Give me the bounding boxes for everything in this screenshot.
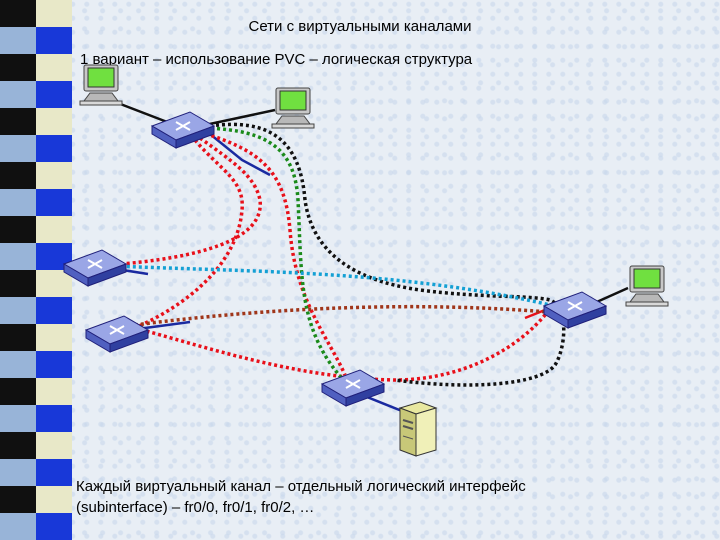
decorative-square bbox=[36, 54, 72, 81]
decorative-square bbox=[36, 378, 72, 405]
decorative-square bbox=[0, 351, 36, 378]
decorative-square bbox=[36, 27, 72, 54]
router-icon bbox=[63, 249, 127, 287]
decorative-square bbox=[0, 486, 36, 513]
decorative-square bbox=[36, 189, 72, 216]
computer-icon bbox=[79, 64, 123, 106]
computer-icon bbox=[625, 265, 669, 307]
server-icon bbox=[399, 401, 437, 457]
decorative-square bbox=[36, 81, 72, 108]
decorative-square bbox=[0, 270, 36, 297]
pvc-brown-r3-r5 bbox=[134, 304, 549, 327]
decorative-square bbox=[0, 405, 36, 432]
decorative-square bbox=[0, 216, 36, 243]
link-r1-blue bbox=[204, 129, 271, 177]
decorative-square bbox=[0, 243, 36, 270]
decorative-square bbox=[0, 81, 36, 108]
decorative-square bbox=[36, 135, 72, 162]
decorative-square bbox=[36, 162, 72, 189]
link-r1-pc2 bbox=[204, 108, 276, 127]
decorative-square bbox=[0, 297, 36, 324]
router-icon bbox=[543, 291, 607, 329]
decorative-square bbox=[0, 324, 36, 351]
decorative-square bbox=[36, 351, 72, 378]
pvc-red-r3-r5 bbox=[134, 313, 547, 382]
pvc-cyan-r2-r5 bbox=[114, 264, 551, 307]
decorative-square bbox=[0, 54, 36, 81]
decorative-square bbox=[0, 459, 36, 486]
slide-title: Сети с виртуальными каналами bbox=[248, 18, 472, 35]
decorative-square bbox=[0, 513, 36, 540]
decorative-square bbox=[36, 459, 72, 486]
decorative-squares-column bbox=[0, 0, 72, 540]
decorative-square bbox=[0, 27, 36, 54]
link-r5-red bbox=[524, 308, 546, 320]
decorative-square bbox=[0, 432, 36, 459]
decorative-square bbox=[36, 405, 72, 432]
pvc-red-r1-r3 bbox=[129, 138, 244, 332]
decorative-square bbox=[36, 486, 72, 513]
pvc-black-r1-r5 bbox=[209, 122, 566, 387]
decorative-square bbox=[36, 216, 72, 243]
decorative-square bbox=[0, 162, 36, 189]
router-icon bbox=[85, 315, 149, 353]
footer-line-2: (subinterface) – fr0/0, fr0/1, fr0/2, … bbox=[76, 499, 315, 516]
footer-line-1: Каждый виртуальный канал – отдельный лог… bbox=[76, 478, 526, 495]
decorative-square bbox=[0, 189, 36, 216]
decorative-square bbox=[0, 378, 36, 405]
decorative-square bbox=[0, 108, 36, 135]
decorative-square bbox=[0, 135, 36, 162]
decorative-square bbox=[36, 324, 72, 351]
decorative-square bbox=[36, 432, 72, 459]
decorative-square bbox=[36, 513, 72, 540]
decorative-square bbox=[36, 0, 72, 27]
decorative-square bbox=[36, 297, 72, 324]
pvc-red-r1-r4 bbox=[199, 130, 347, 376]
decorative-square bbox=[0, 0, 36, 27]
slide-footer: Каждый виртуальный канал – отдельный лог… bbox=[76, 476, 716, 518]
pvc-green-r1-r4 bbox=[204, 126, 347, 384]
computer-icon bbox=[271, 87, 315, 129]
slide-subtitle: 1 вариант – использование PVC – логическ… bbox=[80, 51, 473, 68]
decorative-square bbox=[36, 108, 72, 135]
decorative-square bbox=[36, 270, 72, 297]
virtual-channels bbox=[109, 122, 566, 387]
